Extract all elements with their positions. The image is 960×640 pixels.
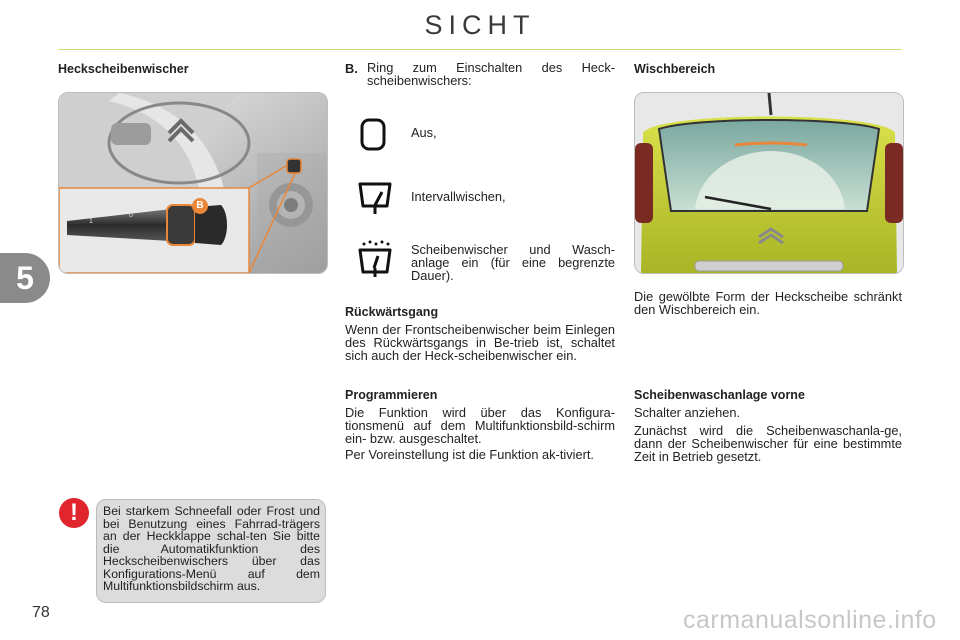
callout-b: B xyxy=(192,198,208,214)
program-text-1: Die Funktion wird über das Konfigura-tio… xyxy=(345,405,615,446)
wipe-area-text: Die gewölbte Form der Heckscheibe schrän… xyxy=(634,289,902,317)
wiper-washer-icon xyxy=(358,240,392,277)
program-text-2: Per Voreinstellung ist die Funktion ak-t… xyxy=(345,447,594,462)
rear-car-photo xyxy=(634,92,904,274)
front-washer-text-1: Schalter anziehen. xyxy=(634,405,740,420)
svg-text:1: 1 xyxy=(89,218,93,225)
ring-description: B. Ring zum Einschalten des Heck-scheibe… xyxy=(345,61,615,87)
chapter-tab: 5 xyxy=(0,253,50,303)
reverse-heading: Rückwärtsgang xyxy=(345,305,439,319)
warning-icon: ! xyxy=(59,498,89,528)
stalk-photo: 1 0 B xyxy=(58,92,328,274)
front-washer-heading: Scheibenwaschanlage vorne xyxy=(634,388,805,402)
wiper-intermittent-row xyxy=(356,178,396,223)
wiper-intermittent-text: Intervallwischen, xyxy=(411,189,506,204)
ring-text: Ring zum Einschalten des Heck-scheibenwi… xyxy=(367,60,615,88)
wiper-off-row xyxy=(358,115,398,160)
rear-wiper-heading: Heckscheibenwischer xyxy=(58,62,189,76)
wiper-off-icon xyxy=(360,118,386,151)
ring-label: B. xyxy=(345,61,358,76)
svg-text:0: 0 xyxy=(129,212,133,219)
wiper-intermittent-icon xyxy=(358,182,392,214)
wiper-washer-text: Scheibenwischer und Wasch-anlage ein (fü… xyxy=(411,242,615,283)
wiper-washer-row xyxy=(356,238,396,283)
warning-box: Bei starkem Schneefall oder Frost und be… xyxy=(96,499,326,603)
page-title: SICHT xyxy=(424,10,536,40)
program-heading: Programmieren xyxy=(345,388,438,402)
wipe-area-heading: Wischbereich xyxy=(634,62,716,76)
rear-window-illustration xyxy=(635,93,903,273)
reverse-text: Wenn der Frontscheibenwischer beim Einle… xyxy=(345,322,615,363)
wiper-off-text: Aus, xyxy=(411,125,437,140)
stalk-illustration: 1 0 xyxy=(59,93,327,273)
warning-text: Bei starkem Schneefall oder Frost und be… xyxy=(103,504,320,593)
page-number: 78 xyxy=(32,604,50,621)
front-washer-text-2: Zunächst wird die Scheibenwaschanla-ge, … xyxy=(634,423,902,464)
header-divider xyxy=(58,49,902,50)
watermark: carmanualsonline.info xyxy=(683,606,937,634)
